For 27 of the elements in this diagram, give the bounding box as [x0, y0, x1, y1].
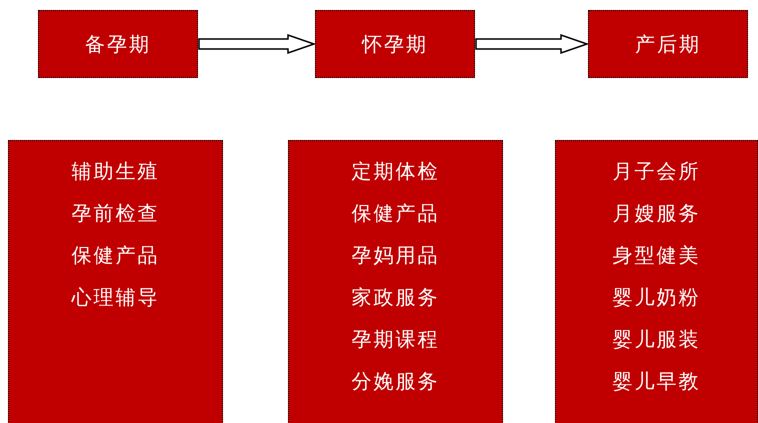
service-item: 保健产品: [72, 242, 160, 268]
stage-title: 产后期: [635, 30, 701, 58]
service-item: 婴儿奶粉: [612, 284, 700, 310]
service-item: 辅助生殖: [72, 158, 160, 184]
service-item: 保健产品: [352, 200, 440, 226]
service-item: 定期体检: [352, 158, 440, 184]
service-box: [8, 140, 223, 423]
stage-title: 怀孕期: [362, 30, 428, 58]
service-item: 婴儿早教: [612, 368, 700, 394]
arrow: [475, 34, 590, 54]
service-item: 孕期课程: [352, 326, 440, 352]
stage-title: 备孕期: [85, 30, 151, 58]
service-item: 分娩服务: [352, 368, 440, 394]
service-box: [288, 140, 503, 423]
stage-box: [38, 10, 198, 78]
service-item: 婴儿服装: [612, 326, 700, 352]
service-item: 孕前检查: [72, 200, 160, 226]
service-item: 月嫂服务: [612, 200, 700, 226]
stage-box: [588, 10, 748, 78]
service-item: 家政服务: [352, 284, 440, 310]
service-item: 心理辅导: [72, 284, 160, 310]
service-item: 月子会所: [612, 158, 700, 184]
stage-box: [315, 10, 475, 78]
service-item: 身型健美: [612, 242, 700, 268]
service-box: [555, 140, 758, 423]
arrow: [198, 34, 316, 54]
service-item: 孕妈用品: [352, 242, 440, 268]
